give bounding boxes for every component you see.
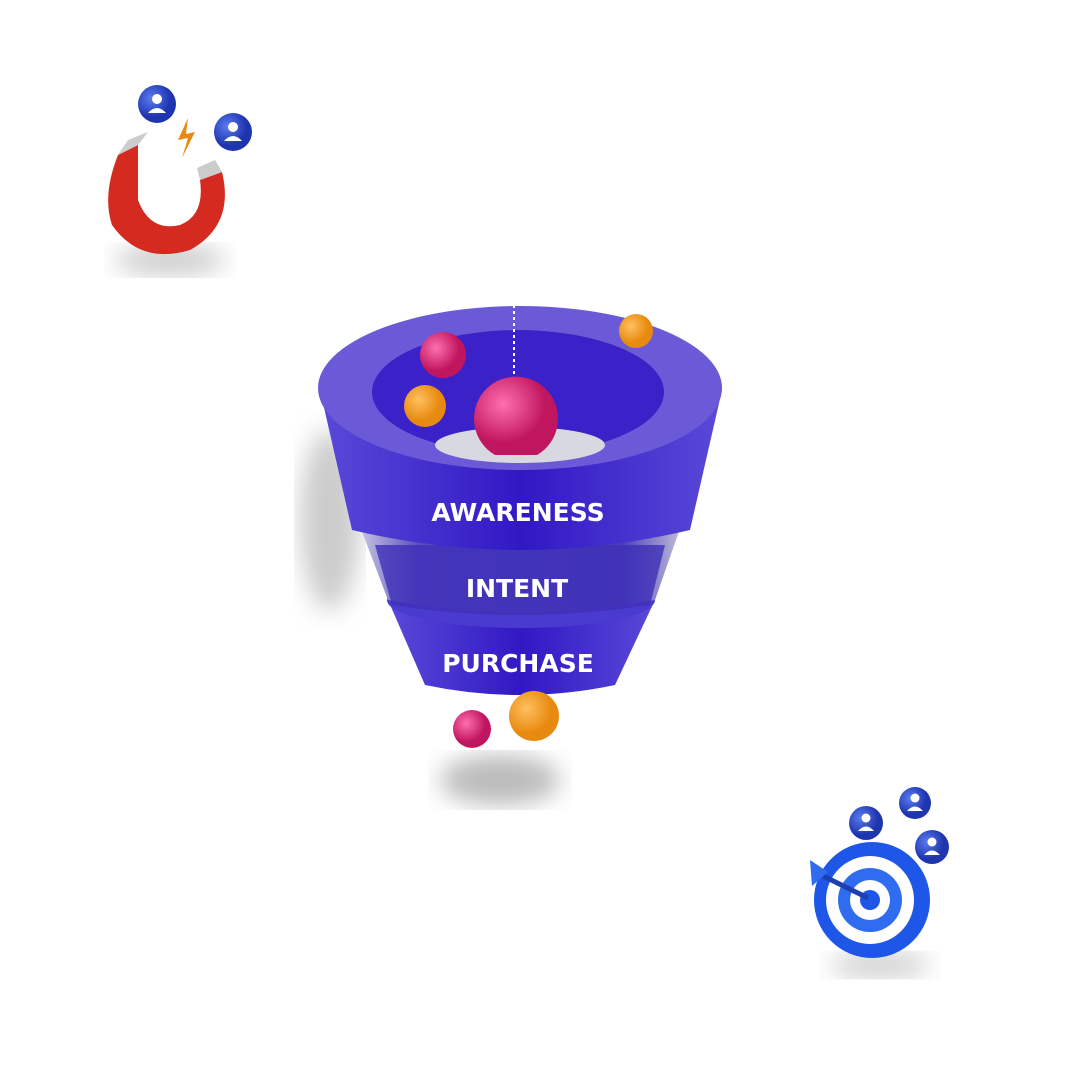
user-icon bbox=[899, 787, 931, 819]
ball-orange-small bbox=[619, 314, 653, 348]
magnet-icon bbox=[108, 118, 225, 275]
ball-orange bbox=[404, 385, 446, 427]
stage-label-intent: INTENT bbox=[466, 574, 568, 603]
ball-orange-bottom bbox=[509, 691, 559, 741]
user-icon bbox=[915, 830, 949, 864]
user-icon bbox=[849, 806, 883, 840]
stage-label-purchase: PURCHASE bbox=[442, 649, 594, 678]
target-icon bbox=[810, 842, 930, 977]
ball-pink-bottom bbox=[453, 710, 491, 748]
stage-label-awareness: AWARENESS bbox=[431, 498, 604, 527]
ball-pink bbox=[420, 332, 466, 378]
user-icon bbox=[214, 113, 252, 151]
ball-pink-large bbox=[474, 376, 558, 455]
funnel-shadow bbox=[440, 755, 560, 805]
user-icon bbox=[138, 85, 176, 123]
